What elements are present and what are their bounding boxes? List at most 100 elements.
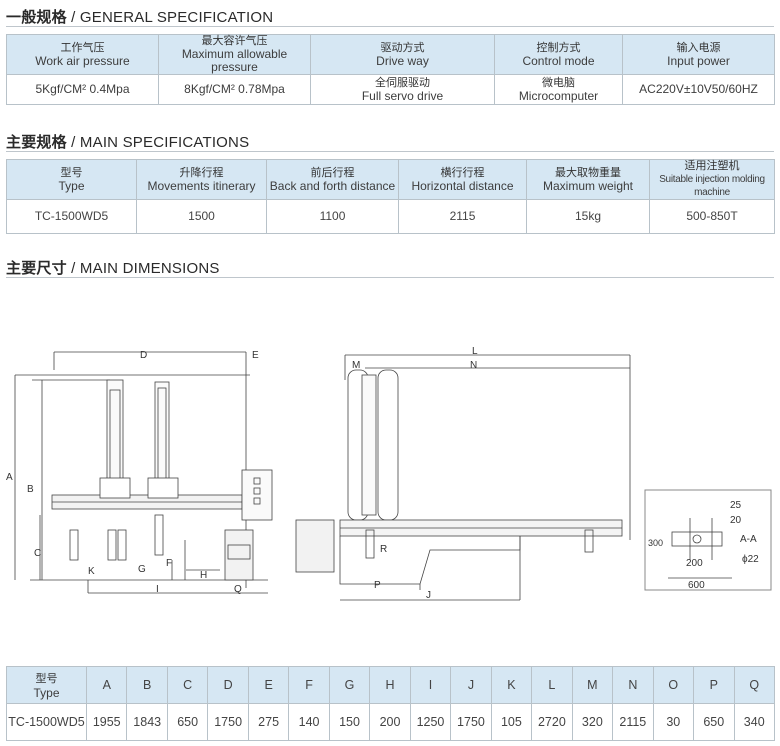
dim-value-m: 320: [571, 703, 614, 741]
cell-horizontal: 2115: [398, 199, 527, 234]
label-e: E: [252, 350, 259, 361]
cell-text-cn: 微电脑: [542, 76, 575, 89]
dim-value-l: 2720: [531, 703, 573, 741]
dim-header-e: E: [247, 666, 290, 704]
label-h: H: [200, 570, 207, 581]
header-cn: 升降行程: [179, 166, 224, 179]
dim-value-i: 1250: [409, 703, 452, 741]
cell-model: TC-1500WD5: [6, 703, 87, 741]
detail-20: 20: [730, 515, 742, 526]
header-en: Type: [33, 686, 60, 700]
header-en: Work air pressure: [35, 53, 130, 68]
dim-header-f: F: [288, 666, 330, 704]
detail-200: 200: [686, 558, 703, 569]
detail-section-aa: A-A: [740, 534, 757, 545]
side-view-labels: D E A B C K G F H I Q: [6, 350, 259, 595]
section-detail: 25 20 300 200 600 A-A ϕ22: [644, 489, 772, 591]
main-spec-title: 主要规格 / MAIN SPECIFICATIONS: [6, 131, 249, 152]
label-p: P: [374, 580, 381, 591]
detail-25: 25: [730, 500, 742, 511]
value-input-power: AC220V±10V50/60HZ: [622, 74, 775, 105]
dim-value-j: 1750: [450, 703, 492, 741]
cell-text: AC220V±10V50/60HZ: [639, 82, 758, 96]
header-en: Input power: [667, 53, 730, 68]
dim-header-h: H: [369, 666, 411, 704]
cell-text-cn: 全伺服驱动: [375, 76, 430, 89]
cell-movements: 1500: [136, 199, 267, 234]
header-cn: 前后行程: [310, 166, 355, 179]
header-en: Drive way: [376, 53, 429, 68]
header-cn: 控制方式: [536, 41, 581, 54]
header-en: Control mode: [522, 53, 595, 68]
dim-header-i: I: [409, 666, 452, 704]
label-d: D: [140, 350, 147, 361]
dim-value-b: 1843: [126, 703, 168, 741]
dim-header-a: A: [85, 666, 128, 704]
label-j: J: [426, 590, 431, 601]
main-dimensions-divider: [6, 277, 774, 278]
dim-value-d: 1750: [207, 703, 249, 741]
header-cn: 横行行程: [440, 166, 485, 179]
label-m: M: [352, 360, 360, 371]
main-dimensions-title: 主要尺寸 / MAIN DIMENSIONS: [6, 257, 220, 278]
dim-header-b: B: [126, 666, 168, 704]
label-l: L: [472, 346, 478, 357]
header-cn: 工作气压: [60, 41, 105, 54]
label-i: I: [156, 584, 159, 595]
front-view-labels: L M N R P J: [352, 346, 478, 601]
cell-text-en: Full servo drive: [361, 88, 444, 103]
cell-text-en: Microcomputer: [518, 88, 599, 103]
label-a: A: [6, 472, 13, 483]
label-c: C: [34, 548, 41, 559]
header-cn: 最大取物重量: [555, 166, 621, 179]
dim-value-q: 340: [733, 703, 775, 741]
header-en: Back and forth distance: [269, 178, 396, 193]
value-work-air-pressure: 5Kgf/CM² 0.4Mpa: [6, 74, 159, 105]
dim-header-q: Q: [733, 666, 775, 704]
general-spec-title-en: / GENERAL SPECIFICATION: [66, 9, 274, 26]
dim-value-a: 1955: [85, 703, 128, 741]
label-g: G: [138, 564, 146, 575]
header-cn: 型号: [60, 166, 83, 179]
dim-header-l: L: [531, 666, 573, 704]
cell-text: 5Kgf/CM² 0.4Mpa: [35, 82, 130, 96]
cell-suitable-machine: 500-850T: [649, 199, 775, 234]
header-en: Maximum allowable pressure: [181, 47, 288, 74]
detail-300: 300: [648, 538, 663, 548]
main-spec-title-en: / MAIN SPECIFICATIONS: [66, 134, 250, 151]
dim-header-j: J: [450, 666, 492, 704]
dimension-drawings: D E A B C K G F H I Q L M N: [6, 346, 772, 601]
value-max-pressure: 8Kgf/CM² 0.78Mpa: [158, 74, 311, 105]
main-spec-divider: [6, 151, 774, 152]
front-view-drawing: [295, 354, 631, 601]
dim-header-k: K: [490, 666, 533, 704]
dim-value-k: 105: [490, 703, 533, 741]
dim-header-o: O: [652, 666, 695, 704]
header-cn: 驱动方式: [380, 41, 425, 54]
label-q: Q: [234, 584, 242, 595]
dim-value-o: 30: [652, 703, 695, 741]
label-f: F: [166, 558, 172, 569]
label-n: N: [470, 360, 477, 371]
dim-value-e: 275: [247, 703, 290, 741]
header-cn: 适用注塑机: [684, 160, 740, 172]
label-b: B: [27, 484, 34, 495]
general-spec-divider: [6, 26, 774, 27]
